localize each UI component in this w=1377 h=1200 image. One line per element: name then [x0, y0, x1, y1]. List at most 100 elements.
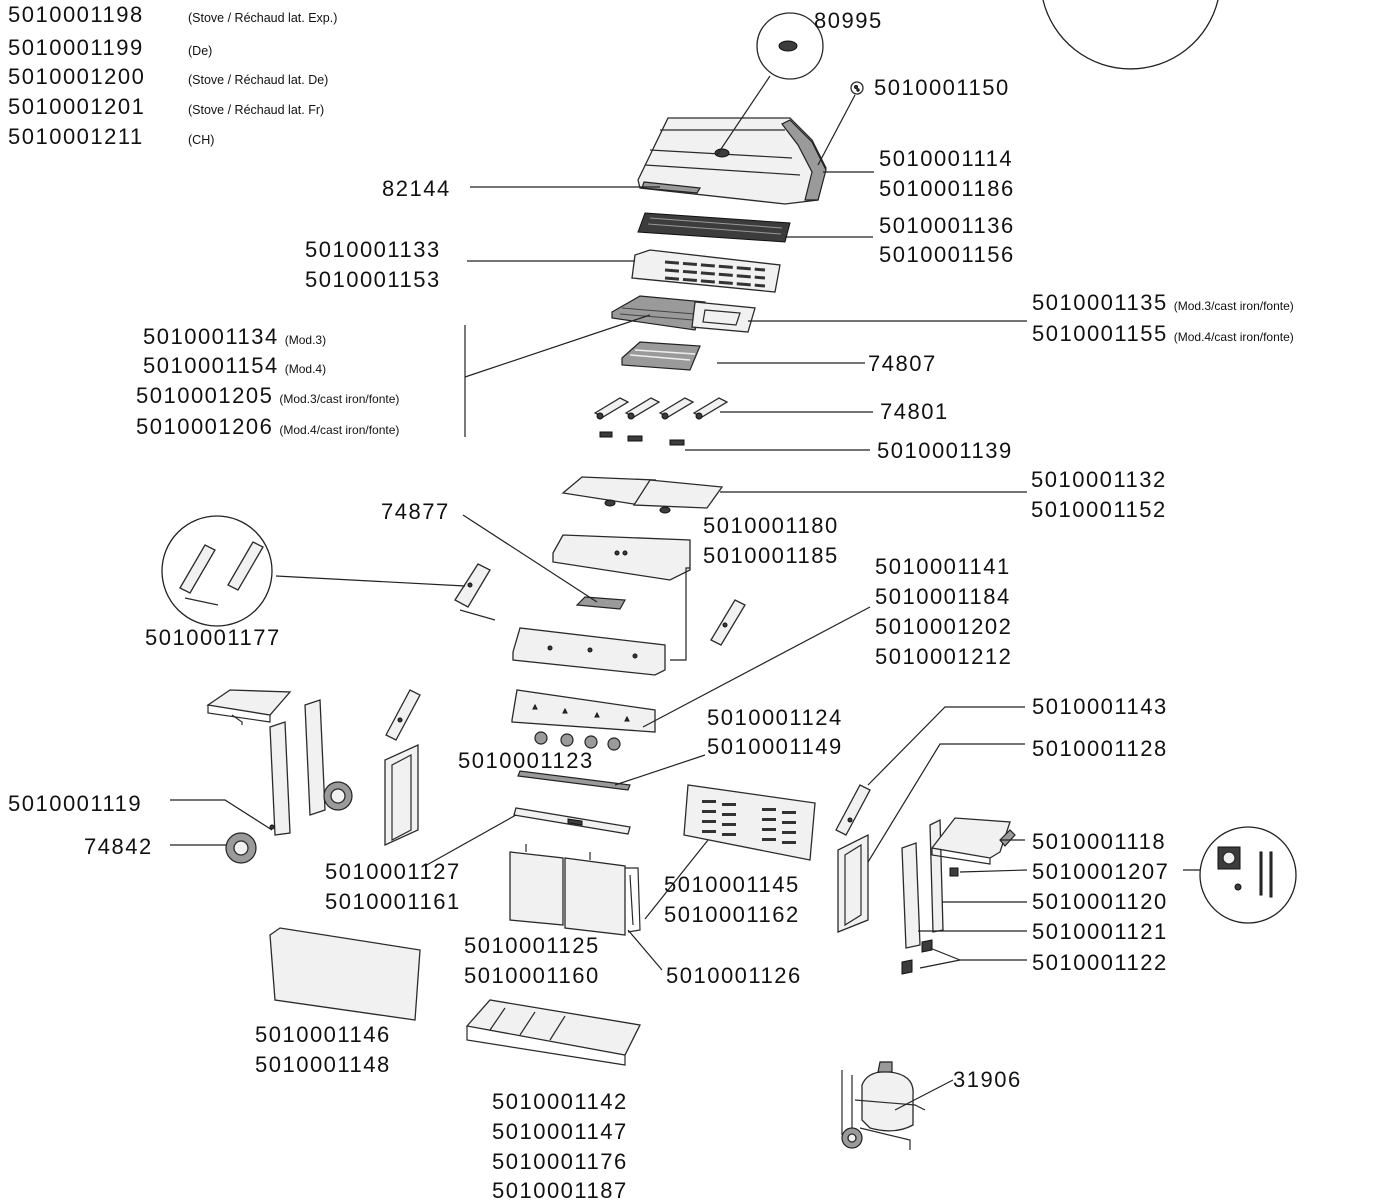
part-label: 5010001127	[325, 859, 461, 884]
variant-desc: (Stove / Réchaud lat. Exp.)	[188, 11, 337, 25]
side-bracket-left	[454, 563, 496, 621]
part-label: 5010001212	[875, 644, 1012, 669]
right-cabinet-door	[837, 833, 869, 933]
left-side-table	[206, 689, 292, 725]
part-label: 5010001184	[875, 584, 1011, 609]
part-label: 5010001186	[879, 176, 1015, 201]
part-labels: 80995 5010001150 5010001114 5010001186 8…	[8, 8, 1294, 1200]
part-label: 5010001145	[664, 872, 800, 897]
part-label: 5010001177	[145, 625, 281, 650]
part-label: 5010001155(Mod.4/cast iron/fonte)	[1032, 321, 1294, 346]
part-label: 31906	[953, 1067, 1022, 1092]
part-label: 5010001141	[875, 554, 1011, 579]
flavorizer-bars	[621, 341, 701, 371]
cabinet-doors	[509, 844, 626, 936]
part-label: 5010001148	[255, 1052, 391, 1077]
burner-brackets	[599, 431, 685, 446]
part-label: 5010001122	[1032, 950, 1168, 975]
burner-tubes	[593, 397, 729, 420]
part-label: 5010001152	[1031, 497, 1167, 522]
part-label: 5010001156	[879, 242, 1015, 267]
part-label: 5010001126	[666, 963, 802, 988]
variant-desc: (Stove / Réchaud lat. De)	[188, 73, 328, 87]
part-label: 5010001118	[1032, 829, 1166, 854]
part-label: 5010001161	[325, 889, 461, 914]
screw-5010001150	[850, 81, 864, 95]
wheel-rear	[323, 781, 353, 811]
bracket-74877	[575, 596, 626, 610]
part-label: 5010001128	[1032, 736, 1168, 761]
variant-row: 5010001211 (CH)	[8, 124, 214, 149]
part-label: 5010001133	[305, 237, 441, 262]
variant-code: 5010001199	[8, 35, 144, 60]
part-label: 74877	[381, 499, 450, 524]
knob-5010001207	[949, 867, 959, 877]
cabinet-side-panel	[625, 867, 641, 933]
firebox-front-panel	[512, 627, 666, 676]
thermometer-detail	[756, 12, 824, 80]
variant-code: 5010001198	[8, 2, 144, 27]
part-label: 5010001136	[879, 213, 1015, 238]
part-label: 74801	[880, 399, 949, 424]
firebox-back-panel	[552, 534, 691, 581]
part-label: 5010001132	[1031, 467, 1167, 492]
leader-lines	[170, 75, 1200, 1111]
part-label: 5010001187	[492, 1178, 628, 1200]
grill-rear-panel	[631, 249, 781, 293]
cooking-grate	[611, 295, 756, 333]
grill-lid	[637, 117, 827, 205]
part-label: 5010001123	[458, 748, 594, 773]
part-label: 5010001162	[664, 902, 800, 927]
part-label: 5010001114	[879, 146, 1013, 171]
variant-row: 5010001201 (Stove / Réchaud lat. Fr)	[8, 94, 324, 119]
part-label: 80995	[814, 8, 883, 33]
part-label: 5010001154(Mod.4)	[143, 353, 326, 378]
front-large-panel	[269, 927, 421, 1021]
cabinet-top-rail	[513, 807, 631, 835]
part-label: 5010001176	[492, 1149, 628, 1174]
part-label: 5010001125	[464, 933, 600, 958]
left-cabinet-panel-upper	[385, 689, 421, 741]
parts-illustration	[161, 0, 1297, 1150]
part-label: 5010001185	[703, 543, 839, 568]
detail-circle-top-right	[1042, 0, 1219, 70]
part-label: 5010001120	[1032, 889, 1168, 914]
part-label: 5010001160	[464, 963, 600, 988]
part-label: 5010001146	[255, 1022, 391, 1047]
part-label: 74807	[868, 351, 937, 376]
variant-row: 5010001198 (Stove / Réchaud lat. Exp.)	[8, 2, 337, 27]
part-label: 5010001207	[1032, 859, 1169, 884]
left-cart-leg-front	[269, 721, 291, 836]
part-label: 5010001180	[703, 513, 839, 538]
side-burner-detail-circle	[1199, 826, 1297, 924]
part-label: 5010001206(Mod.4/cast iron/fonte)	[136, 414, 399, 439]
variant-row: 5010001200 (Stove / Réchaud lat. De)	[8, 64, 328, 89]
part-label: 5010001134(Mod.3)	[143, 324, 326, 349]
cabinet-back-panel	[683, 784, 816, 861]
part-label: 5010001149	[707, 734, 843, 759]
part-label: 5010001202	[875, 614, 1012, 639]
wheel-74842	[225, 832, 257, 864]
part-label: 5010001150	[874, 75, 1010, 100]
left-cart-leg-rear	[304, 699, 326, 816]
right-cabinet-panel-upper	[835, 784, 871, 836]
part-label: 5010001153	[305, 267, 441, 292]
part-label: 5010001143	[1032, 694, 1168, 719]
side-bracket-right	[710, 599, 746, 646]
part-label: 74842	[84, 834, 153, 859]
part-label: 5010001147	[492, 1119, 628, 1144]
variant-list: 5010001198 (Stove / Réchaud lat. Exp.) 5…	[8, 2, 337, 149]
variant-code: 5010001201	[8, 94, 145, 119]
control-panel	[511, 689, 656, 751]
variant-desc: (Stove / Réchaud lat. Fr)	[188, 103, 324, 117]
bottom-shelf	[465, 999, 641, 1066]
frame-crossbar	[517, 770, 631, 791]
variant-desc: (CH)	[188, 133, 214, 147]
grease-trays	[561, 476, 724, 514]
gas-bottle-illustration	[841, 1061, 926, 1150]
right-leg-front	[901, 842, 921, 949]
part-label: 5010001142	[492, 1089, 628, 1114]
part-label: 5010001124	[707, 705, 843, 730]
variant-code: 5010001211	[8, 124, 144, 149]
